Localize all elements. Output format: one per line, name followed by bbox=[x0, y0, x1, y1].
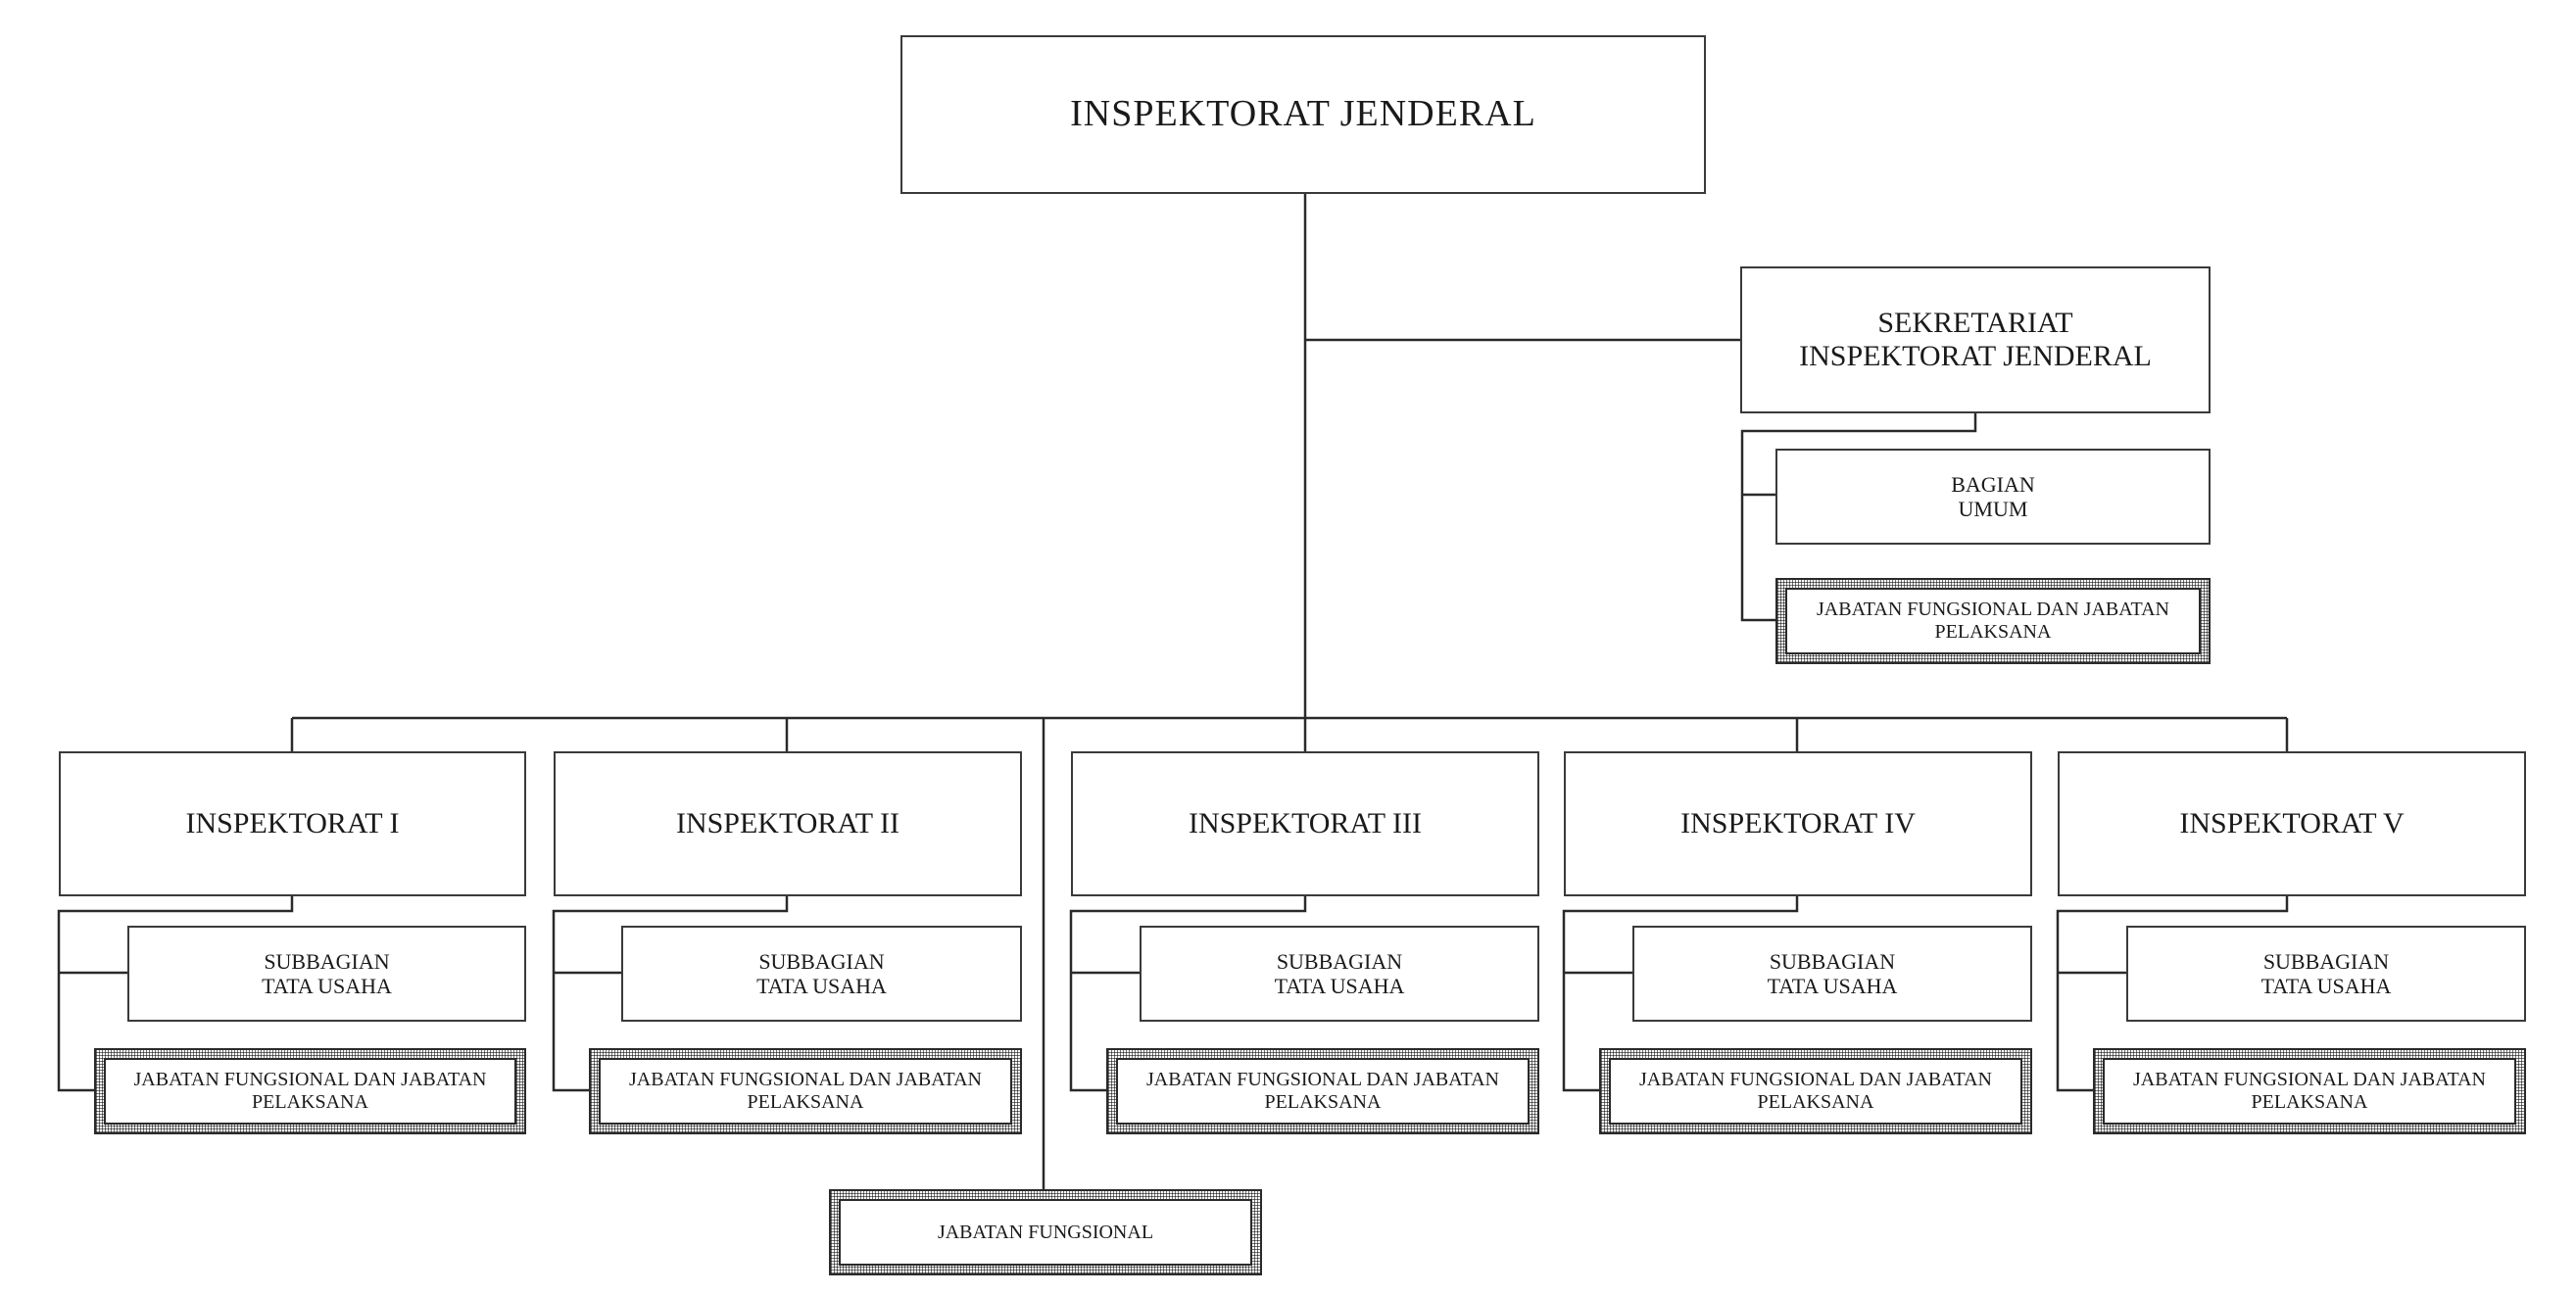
inspektorat-3-jabatan-inner: JABATAN FUNGSIONAL DAN JABATAN PELAKSANA bbox=[1116, 1058, 1530, 1125]
inspektorat-2-jabatan-label: JABATAN FUNGSIONAL DAN JABATAN PELAKSANA bbox=[629, 1069, 982, 1113]
inspektorat-3-label: INSPEKTORAT III bbox=[1188, 806, 1423, 839]
inspektorat-4-jabatan-inner: JABATAN FUNGSIONAL DAN JABATAN PELAKSANA bbox=[1609, 1058, 2022, 1125]
inspektorat-1-box: INSPEKTORAT I bbox=[59, 751, 526, 896]
bagian-umum-box: BAGIAN UMUM bbox=[1775, 449, 2211, 545]
inspektorat-jenderal-box: INSPEKTORAT JENDERAL bbox=[900, 35, 1706, 194]
inspektorat-3-jabatan-label: JABATAN FUNGSIONAL DAN JABATAN PELAKSANA bbox=[1146, 1069, 1499, 1113]
inspektorat-2-jabatan-inner: JABATAN FUNGSIONAL DAN JABATAN PELAKSANA bbox=[599, 1058, 1012, 1125]
sekretariat-jabatan-label: JABATAN FUNGSIONAL DAN JABATAN PELAKSANA bbox=[1817, 599, 2169, 643]
inspektorat-4-subbagian-label: SUBBAGIAN TATA USAHA bbox=[1767, 948, 1898, 998]
inspektorat-5-jabatan-inner: JABATAN FUNGSIONAL DAN JABATAN PELAKSANA bbox=[2103, 1058, 2516, 1125]
inspektorat-3-box: INSPEKTORAT III bbox=[1071, 751, 1539, 896]
inspektorat-1-subbagian-label: SUBBAGIAN TATA USAHA bbox=[262, 948, 392, 998]
inspektorat-3-subbagian-box: SUBBAGIAN TATA USAHA bbox=[1140, 926, 1539, 1022]
jabatan-fungsional-box: JABATAN FUNGSIONAL bbox=[829, 1189, 1262, 1275]
sekretariat-label: SEKRETARIAT INSPEKTORAT JENDERAL bbox=[1799, 306, 2152, 373]
jabatan-fungsional-label: JABATAN FUNGSIONAL bbox=[937, 1221, 1154, 1243]
inspektorat-1-jabatan-inner: JABATAN FUNGSIONAL DAN JABATAN PELAKSANA bbox=[104, 1058, 516, 1125]
inspektorat-4-subbagian-box: SUBBAGIAN TATA USAHA bbox=[1632, 926, 2032, 1022]
sekretariat-jabatan-inner: JABATAN FUNGSIONAL DAN JABATAN PELAKSANA bbox=[1785, 588, 2201, 654]
inspektorat-2-subbagian-box: SUBBAGIAN TATA USAHA bbox=[621, 926, 1022, 1022]
inspektorat-5-label: INSPEKTORAT V bbox=[2179, 806, 2405, 839]
sekretariat-box: SEKRETARIAT INSPEKTORAT JENDERAL bbox=[1740, 266, 2211, 413]
inspektorat-2-jabatan-box: JABATAN FUNGSIONAL DAN JABATAN PELAKSANA bbox=[589, 1048, 1022, 1134]
inspektorat-5-subbagian-box: SUBBAGIAN TATA USAHA bbox=[2126, 926, 2526, 1022]
inspektorat-5-jabatan-label: JABATAN FUNGSIONAL DAN JABATAN PELAKSANA bbox=[2133, 1069, 2486, 1113]
jabatan-fungsional-inner: JABATAN FUNGSIONAL bbox=[839, 1199, 1252, 1266]
inspektorat-5-jabatan-box: JABATAN FUNGSIONAL DAN JABATAN PELAKSANA bbox=[2093, 1048, 2526, 1134]
inspektorat-4-box: INSPEKTORAT IV bbox=[1564, 751, 2032, 896]
inspektorat-5-box: INSPEKTORAT V bbox=[2058, 751, 2526, 896]
sekretariat-jabatan-box: JABATAN FUNGSIONAL DAN JABATAN PELAKSANA bbox=[1775, 578, 2211, 664]
inspektorat-3-subbagian-label: SUBBAGIAN TATA USAHA bbox=[1274, 948, 1405, 998]
inspektorat-1-jabatan-label: JABATAN FUNGSIONAL DAN JABATAN PELAKSANA bbox=[133, 1069, 487, 1113]
inspektorat-2-box: INSPEKTORAT II bbox=[554, 751, 1022, 896]
inspektorat-2-subbagian-label: SUBBAGIAN TATA USAHA bbox=[756, 948, 887, 998]
inspektorat-4-jabatan-label: JABATAN FUNGSIONAL DAN JABATAN PELAKSANA bbox=[1639, 1069, 1992, 1113]
inspektorat-5-subbagian-label: SUBBAGIAN TATA USAHA bbox=[2260, 948, 2392, 998]
inspektorat-1-label: INSPEKTORAT I bbox=[185, 806, 400, 839]
inspektorat-1-subbagian-box: SUBBAGIAN TATA USAHA bbox=[127, 926, 526, 1022]
inspektorat-4-jabatan-box: JABATAN FUNGSIONAL DAN JABATAN PELAKSANA bbox=[1599, 1048, 2032, 1134]
inspektorat-1-jabatan-box: JABATAN FUNGSIONAL DAN JABATAN PELAKSANA bbox=[94, 1048, 526, 1134]
bagian-umum-label: BAGIAN UMUM bbox=[1951, 471, 2035, 521]
inspektorat-jenderal-label: INSPEKTORAT JENDERAL bbox=[1070, 93, 1536, 135]
inspektorat-3-jabatan-box: JABATAN FUNGSIONAL DAN JABATAN PELAKSANA bbox=[1106, 1048, 1539, 1134]
inspektorat-2-label: INSPEKTORAT II bbox=[675, 806, 900, 839]
inspektorat-4-label: INSPEKTORAT IV bbox=[1680, 806, 1916, 839]
